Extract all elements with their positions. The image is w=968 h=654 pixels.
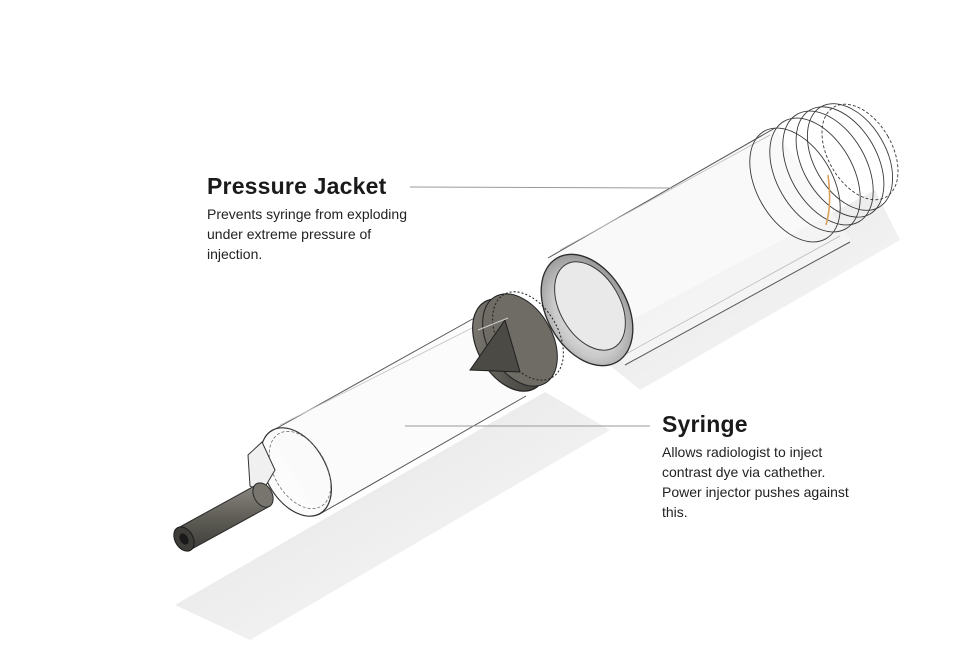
syringe-nozzle bbox=[173, 482, 274, 552]
pressure-jacket-leader bbox=[409, 186, 673, 189]
pressure-jacket-part bbox=[540, 103, 899, 367]
syringe-part bbox=[173, 291, 564, 552]
syringe-callout: Syringe Allows radiologist to inject con… bbox=[662, 410, 862, 522]
syringe-description: Allows radiologist to inject contrast dy… bbox=[662, 444, 849, 520]
syringe-plunger-head bbox=[469, 291, 564, 392]
pressure-jacket-callout: Pressure Jacket Prevents syringe from ex… bbox=[207, 172, 407, 264]
syringe-title: Syringe bbox=[662, 411, 748, 437]
pressure-jacket-title: Pressure Jacket bbox=[207, 173, 387, 199]
leader-lines bbox=[405, 186, 673, 427]
jacket-thread-end bbox=[749, 103, 899, 243]
pressure-jacket-description: Prevents syringe from exploding under ex… bbox=[207, 206, 407, 262]
